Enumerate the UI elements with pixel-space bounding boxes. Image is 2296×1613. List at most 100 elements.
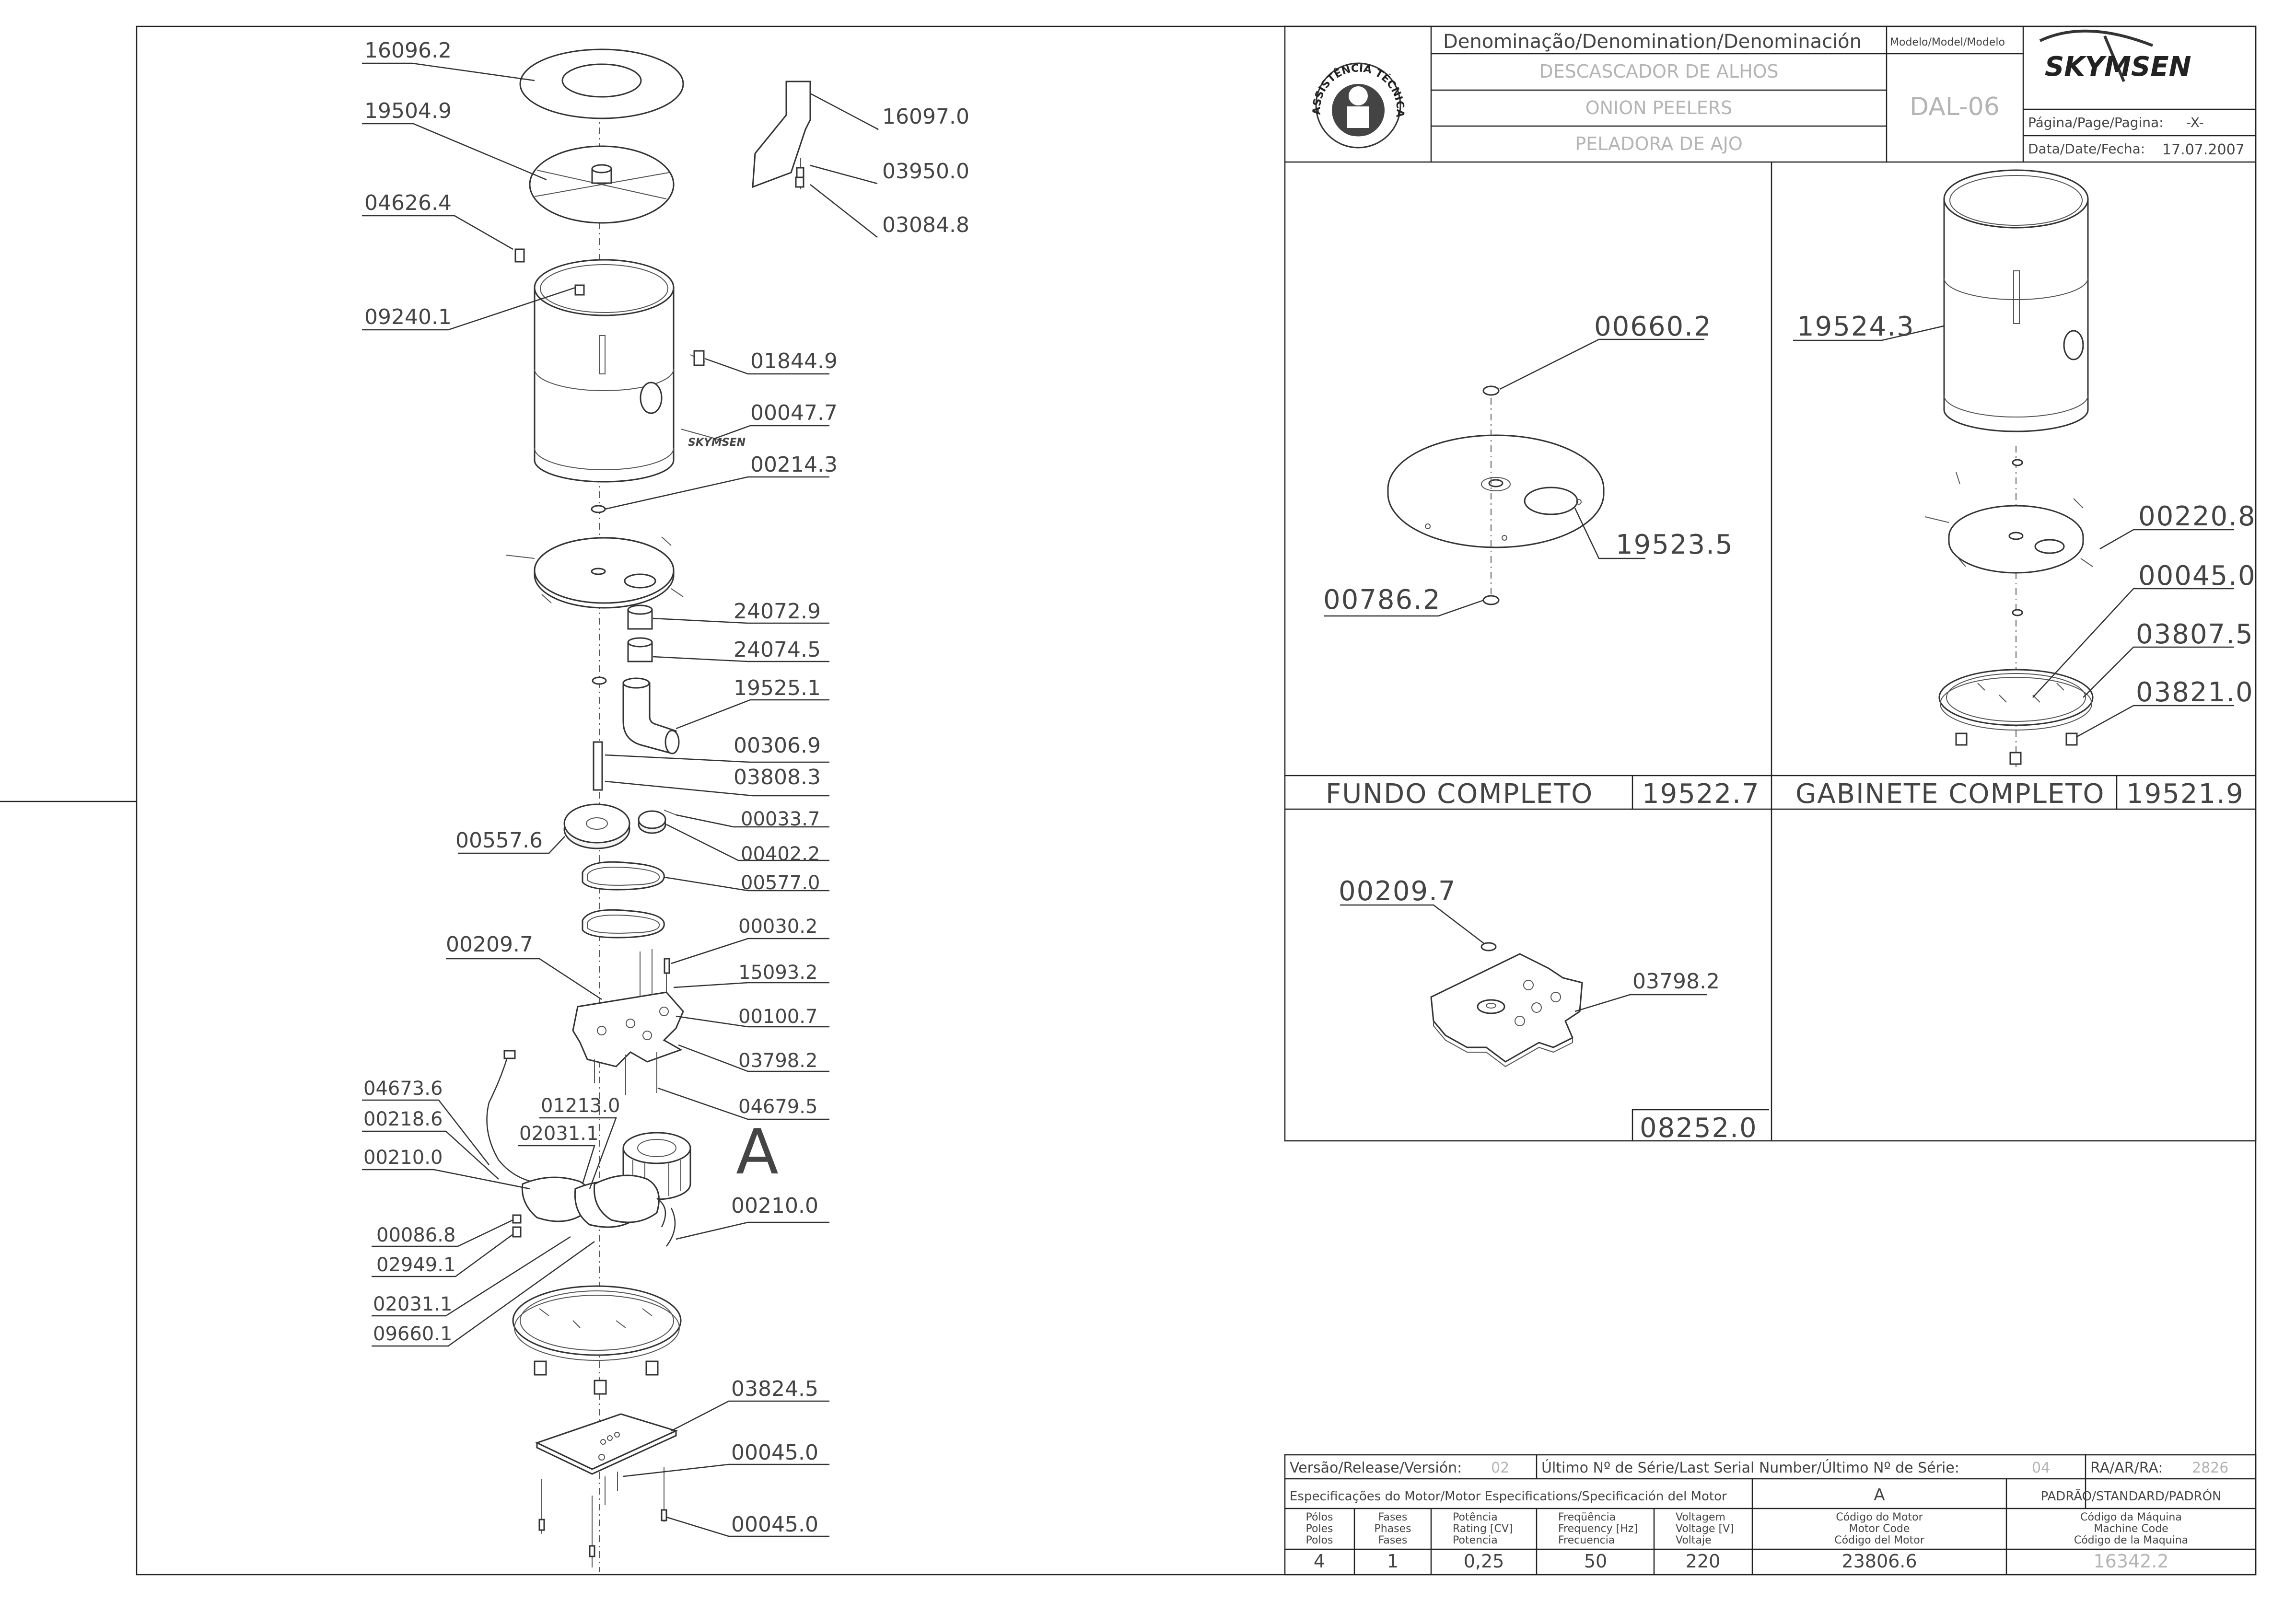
part-number-label: 02031.1: [519, 1123, 598, 1145]
motor-plate-part: [572, 991, 684, 1068]
svg-text:23806.6: 23806.6: [1841, 1551, 1917, 1572]
part-number-label: 02031.1: [373, 1293, 452, 1315]
motor-part: [622, 1132, 691, 1200]
part-number-label: 00209.7: [1339, 876, 1457, 907]
svg-text:Freqüência: Freqüência: [1558, 1511, 1616, 1523]
part-number-label: 00306.9: [734, 733, 821, 758]
panel-fundo-completo: 00660.2 19523.5 00786.2 FUNDO COMPLETO 1…: [1323, 311, 1760, 810]
svg-text:Poles: Poles: [1305, 1523, 1333, 1535]
svg-text:4: 4: [1314, 1551, 1325, 1572]
svg-text:Código da Máquina: Código da Máquina: [2080, 1511, 2182, 1523]
ra-label: RA/AR/RA:: [2090, 1460, 2163, 1476]
last-serial-label: Último Nº de Série/Last Serial Number/Úl…: [1541, 1459, 1959, 1476]
part-number-label: 03807.5: [2136, 619, 2254, 650]
part-number-label: 04626.4: [364, 191, 452, 215]
svg-text:SKYMSEN: SKYMSEN: [688, 437, 746, 449]
svg-text:50: 50: [1584, 1551, 1607, 1572]
part-number-label: 00214.3: [750, 453, 838, 477]
motor-ref: A: [1874, 1485, 1885, 1505]
svg-text:Pólos: Pólos: [1306, 1511, 1333, 1523]
svg-text:Fases: Fases: [1378, 1534, 1408, 1546]
part-number-label: 00660.2: [1594, 311, 1712, 342]
motor-marker-label: A: [736, 1115, 779, 1188]
belt-part: [582, 861, 665, 891]
part-number-label: 00045.0: [731, 1440, 818, 1465]
part-number-label: 00086.8: [376, 1224, 455, 1246]
standard-label: PADRÃO/STANDARD/PADRÓN: [2041, 1488, 2222, 1504]
foot-ring-part: [512, 1285, 682, 1395]
spec-col-frequency: Freqüência Frequency [Hz] Frecuencia 50: [1558, 1511, 1638, 1572]
spec-col-poles: Pólos Poles Polos 4: [1305, 1511, 1333, 1572]
assembly-name: FUNDO COMPLETO: [1326, 778, 1593, 810]
exploded-view: SKYMSEN: [362, 38, 969, 1572]
assembly-code: 19522.7: [1642, 778, 1760, 810]
spec-col-phases: Fases Phases Fases 1: [1374, 1511, 1411, 1572]
svg-text:Fases: Fases: [1378, 1511, 1408, 1523]
bottom-plate-part: [534, 537, 675, 609]
svg-text:Voltagem: Voltagem: [1676, 1511, 1725, 1523]
svg-text:Voltage [V]: Voltage [V]: [1676, 1523, 1734, 1535]
part-number-label: 03084.8: [882, 213, 969, 237]
motor-spec-table: Versão/Release/Versión: 02 Último Nº de …: [1284, 1454, 2257, 1576]
svg-text:ASSISTÊNCIA TÉCNICA AUTORIZADA: ASSISTÊNCIA TÉCNICA AUTORIZADA: [0, 0, 1406, 118]
page-value: -X-: [2186, 115, 2204, 130]
part-number-label: 00100.7: [738, 1006, 817, 1028]
part-number-label: 03798.2: [1632, 969, 1720, 994]
part-number-label: 00218.6: [363, 1108, 443, 1130]
spec-col-rating: Potência Rating [CV] Potencia 0,25: [1453, 1511, 1513, 1572]
svg-text:Código do Motor: Código do Motor: [1836, 1511, 1923, 1523]
bracket-part: [752, 81, 811, 188]
part-number-label: 15093.2: [738, 962, 817, 984]
svg-text:220: 220: [1686, 1551, 1721, 1572]
svg-text:Frecuencia: Frecuencia: [1558, 1534, 1615, 1546]
part-number-label: 00210.0: [731, 1194, 818, 1218]
part-number-label: 00030.2: [738, 916, 817, 938]
part-number-label: 00045.0: [731, 1512, 818, 1537]
cabinet-cylinder-part: [534, 259, 675, 483]
panel-motor-plate: 00209.7 03798.2 08252.0: [1339, 876, 1758, 1144]
model-value: DAL-06: [1910, 93, 2000, 121]
part-number-label: 03821.0: [2136, 677, 2254, 708]
last-serial-value: 04: [2032, 1460, 2050, 1476]
page-label: Página/Page/Pagina:: [2028, 115, 2164, 130]
svg-text:Código del Motor: Código del Motor: [1834, 1534, 1924, 1546]
spec-col-machine-code: Código da Máquina Machine Code Código de…: [2074, 1511, 2188, 1572]
ra-value: 2826: [2192, 1460, 2228, 1476]
part-number-label: 19524.3: [1797, 311, 1915, 342]
svg-text:16342.2: 16342.2: [2093, 1551, 2168, 1572]
part-number-label: 24074.5: [734, 638, 821, 662]
panel-gabinete-completo: 19524.3 00220.8 00045.0 03807.5 03821.0 …: [1793, 169, 2255, 810]
pulley-part: [563, 803, 666, 849]
date-label: Data/Date/Fecha:: [2028, 141, 2145, 157]
part-number-label: 09240.1: [364, 305, 452, 329]
svg-text:Potencia: Potencia: [1453, 1534, 1498, 1546]
svg-text:0,25: 0,25: [1464, 1551, 1504, 1572]
part-number-label: 03824.5: [731, 1377, 818, 1401]
denomination-header: Denominação/Denomination/Denominación: [1443, 31, 1862, 53]
name-es: PELADORA DE AJO: [1575, 133, 1743, 154]
svg-text:Rating [CV]: Rating [CV]: [1453, 1523, 1513, 1535]
svg-text:Frequency [Hz]: Frequency [Hz]: [1558, 1523, 1638, 1535]
svg-text:Polos: Polos: [1306, 1534, 1333, 1546]
skymsen-brand-logo: SKYMSEN: [2039, 29, 2191, 82]
part-number-label: 01213.0: [541, 1095, 620, 1117]
motor-spec-header: Especificações do Motor/Motor Especifica…: [1290, 1489, 1727, 1504]
spec-col-motor-code: Código do Motor Motor Code Código del Mo…: [1834, 1511, 1924, 1572]
shaft-part: [593, 741, 603, 791]
assembly-name: GABINETE COMPLETO: [1795, 778, 2105, 810]
part-number-label: 00786.2: [1323, 584, 1441, 615]
name-en: ONION PEELERS: [1585, 97, 1733, 118]
svg-text:Voltaje: Voltaje: [1676, 1534, 1712, 1546]
part-number-label: 24072.9: [734, 599, 821, 624]
name-pt: DESCASCADOR DE ALHOS: [1539, 61, 1778, 82]
version-label: Versão/Release/Versión:: [1290, 1460, 1462, 1476]
svg-text:SKYMSEN: SKYMSEN: [2045, 51, 2191, 82]
part-number-label: 01844.9: [750, 349, 838, 373]
assembly-code: 08252.0: [1640, 1113, 1758, 1144]
authorized-service-seal-logo: ASSISTÊNCIA TÉCNICA AUTORIZADA: [0, 0, 1406, 149]
part-number-label: 00033.7: [741, 808, 820, 830]
part-number-label: 16096.2: [364, 38, 452, 63]
part-number-label: 04673.6: [363, 1078, 443, 1100]
assembly-code: 19521.9: [2126, 778, 2244, 810]
part-number-label: 00047.7: [750, 401, 838, 425]
